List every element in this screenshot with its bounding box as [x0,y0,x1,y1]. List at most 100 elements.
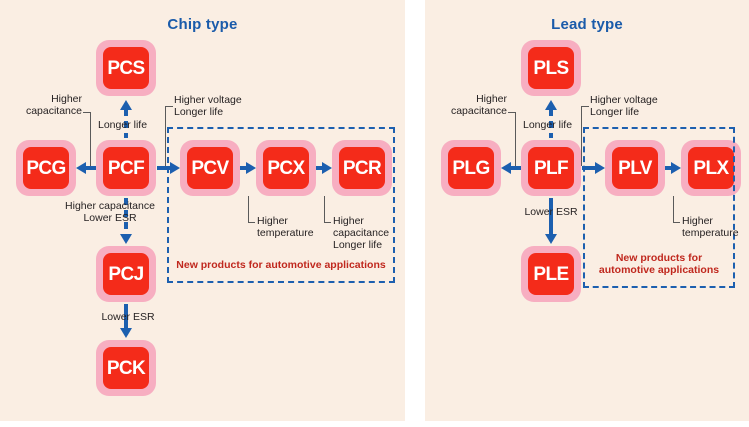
leader-higher-voltage-lead-v [581,106,582,166]
annotation-higher-temperature-lead: Higher temperature [682,215,739,239]
arrow-plf-to-pls [537,100,565,138]
product-label-plf: PLF [533,157,569,179]
leader-higher-capacitance-longer-life-chip-h [324,222,331,223]
annotation-higher-capacitance-lead-line1: Higher [476,93,507,105]
arrow-pcf-to-pcs [112,100,140,138]
leader-higher-voltage-lead-h [581,106,589,107]
product-box-pck[interactable]: PCK [96,340,156,396]
product-label-pcr: PCR [342,157,382,179]
product-box-plg[interactable]: PLG [441,140,501,196]
arrow-plf-to-plv [582,160,605,176]
leader-higher-capacitance-chip-h [83,112,91,113]
product-box-pcj-fill: PCJ [103,253,149,295]
dashed-group-label-lead-line1: New products for [615,252,703,264]
annotation-higher-temperature-lead-line1: Higher [682,215,713,227]
annotation-higher-capacitance-chip-line2: capacitance [25,105,82,117]
dashed-group-label-chip: New products for automotive applications [167,259,395,271]
annotation-lower-esr-chip: Lower ESR [78,311,178,323]
annotation-higher-capacitance-chip: Higher capacitance [0,93,82,117]
annotation-longer-life-chip-line1: Longer life [98,119,148,131]
annotation-lower-esr-lead: Lower ESR [501,206,601,218]
dashed-group-new-products-chip [167,127,395,283]
arrow-pcv-to-pcx [240,160,256,176]
product-label-pcv: PCV [191,157,229,179]
annotation-higher-voltage-longer-life-chip-line2: Longer life [174,106,224,118]
product-box-pcj[interactable]: PCJ [96,246,156,302]
panel-chip-type: Chip type PCS PCG PCF PCV PCX PCR [0,0,405,421]
product-box-pcs[interactable]: PCS [96,40,156,96]
annotation-lower-esr-chip-line1: Lower ESR [101,311,155,323]
product-label-plx: PLX [693,157,729,179]
product-box-pcx[interactable]: PCX [256,140,316,196]
product-label-plg: PLG [452,157,490,179]
product-box-plx-fill: PLX [688,147,734,189]
product-box-ple-fill: PLE [528,253,574,295]
dashed-group-label-lead-line2: automotive applications [598,264,720,276]
annotation-higher-capacitance-lower-esr-chip-line2: Lower ESR [83,212,137,224]
product-label-pcg: PCG [26,157,66,179]
leader-higher-temperature-chip-v [248,196,249,222]
product-label-pcj: PCJ [108,263,144,285]
product-box-pcr[interactable]: PCR [332,140,392,196]
product-box-pls[interactable]: PLS [521,40,581,96]
product-box-plv-fill: PLV [612,147,658,189]
annotation-higher-capacitance-longer-life-chip: Higher capacitance Longer life [333,215,389,251]
annotation-higher-capacitance-lead-line2: capacitance [450,105,507,117]
annotation-higher-voltage-longer-life-chip-line1: Higher voltage [174,94,242,106]
annotation-higher-capacitance-lower-esr-chip-line1: Higher capacitance [65,200,155,212]
annotation-higher-voltage-longer-life-lead: Higher voltage Longer life [590,94,658,118]
product-label-pcf: PCF [107,157,145,179]
product-box-pcf[interactable]: PCF [96,140,156,196]
product-box-ple[interactable]: PLE [521,246,581,302]
arrow-pcj-to-pck [112,304,140,338]
arrow-pcf-to-pcg [76,160,96,176]
annotation-higher-temperature-chip-line2: temperature [257,227,314,239]
annotation-higher-capacitance-longer-life-chip-line1: Higher [333,215,364,227]
product-box-pcg[interactable]: PCG [16,140,76,196]
product-label-ple: PLE [533,263,569,285]
leader-higher-capacitance-lead-h [508,112,516,113]
annotation-longer-life-lead: Longer life [523,119,572,131]
leader-higher-voltage-chip-h [165,106,173,107]
leader-higher-capacitance-chip-v [90,112,91,166]
product-box-plf-fill: PLF [528,147,574,189]
annotation-higher-capacitance-chip-line1: Higher [51,93,82,105]
product-label-plv: PLV [618,157,652,179]
product-box-pcv[interactable]: PCV [180,140,240,196]
annotation-higher-capacitance-lead: Higher capacitance [425,93,507,117]
leader-higher-voltage-chip-v [165,106,166,166]
product-box-pcg-fill: PCG [23,147,69,189]
product-label-pcs: PCS [107,57,145,79]
annotation-higher-temperature-chip-line1: Higher [257,215,288,227]
annotation-higher-voltage-longer-life-lead-line1: Higher voltage [590,94,658,106]
annotation-higher-capacitance-longer-life-chip-line3: Longer life [333,239,383,251]
product-box-pck-fill: PCK [103,347,149,389]
leader-higher-temperature-lead-v [673,196,674,222]
annotation-higher-temperature-lead-line2: temperature [682,227,739,239]
panel-lead-type: Lead type PLS PLG PLF PLV PLX PLE [425,0,749,421]
annotation-longer-life-lead-line1: Longer life [523,119,573,131]
dashed-group-new-products-lead [583,127,735,288]
product-box-plf[interactable]: PLF [521,140,581,196]
product-box-pcr-fill: PCR [339,147,385,189]
arrow-plf-to-plg [501,160,521,176]
product-box-pcx-fill: PCX [263,147,309,189]
arrow-pcf-to-pcv [157,160,180,176]
leader-higher-temperature-chip-h [248,222,255,223]
leader-higher-capacitance-lead-v [515,112,516,166]
annotation-higher-temperature-chip: Higher temperature [257,215,314,239]
product-box-pcs-fill: PCS [103,47,149,89]
arrow-plf-to-ple [537,198,565,244]
product-label-pcx: PCX [267,157,305,179]
arrow-pcx-to-pcr [316,160,332,176]
annotation-higher-voltage-longer-life-chip: Higher voltage Longer life [174,94,242,118]
product-box-plv[interactable]: PLV [605,140,665,196]
panel-title-chip: Chip type [167,16,238,33]
leader-higher-capacitance-longer-life-chip-v [324,196,325,222]
product-box-plx[interactable]: PLX [681,140,741,196]
product-box-pcv-fill: PCV [187,147,233,189]
annotation-higher-capacitance-longer-life-chip-line2: capacitance [333,227,390,239]
dashed-group-label-chip-line1: New products for automotive applications [176,259,386,271]
annotation-higher-voltage-longer-life-lead-line2: Longer life [590,106,640,118]
product-label-pls: PLS [533,57,569,79]
